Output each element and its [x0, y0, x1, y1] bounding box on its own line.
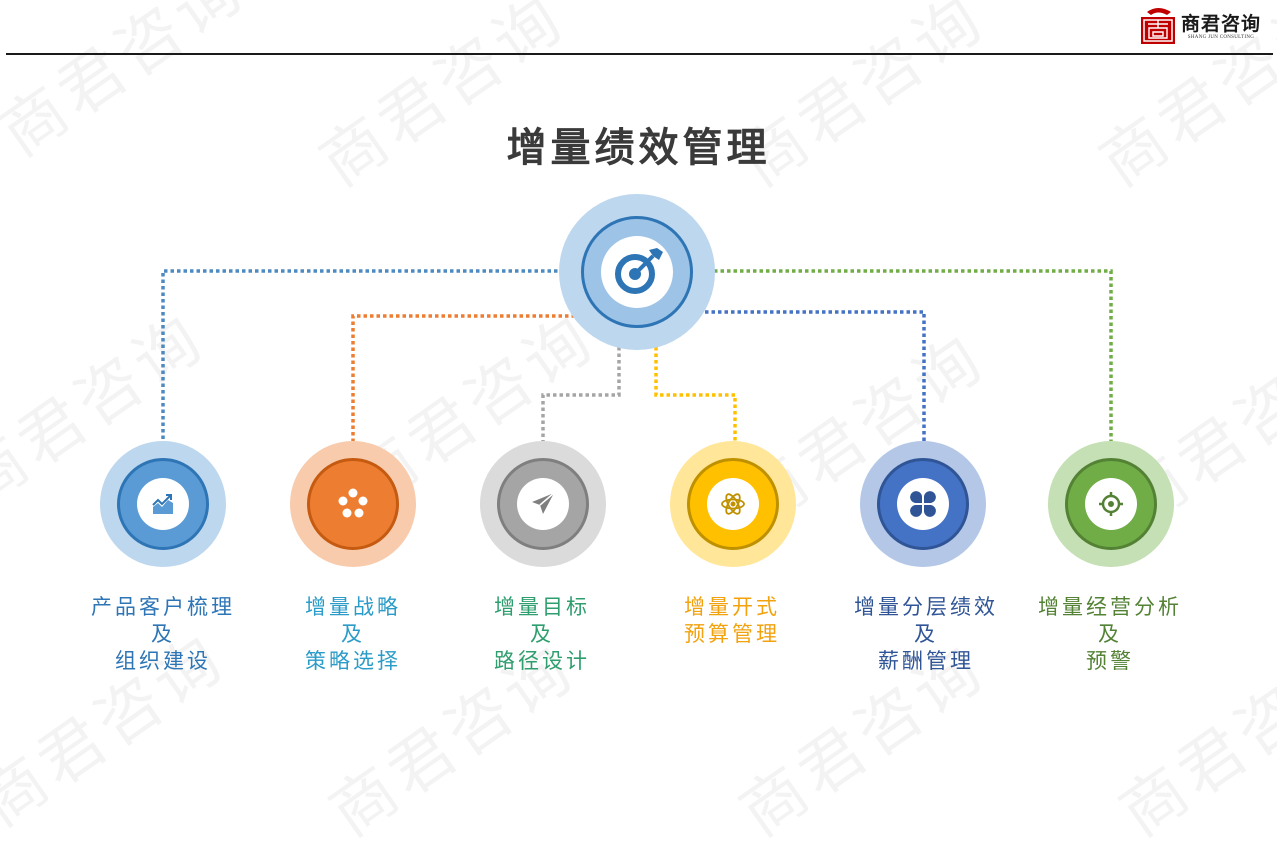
header-divider — [6, 53, 1273, 55]
connector-2 — [351, 314, 575, 441]
label-strategy: 增量战略 及 策略选择 — [305, 595, 401, 673]
logo-english-name: SHANG JUN CONSULTING — [1187, 34, 1255, 40]
node-analysis-warning — [1048, 441, 1174, 567]
paper-plane-icon — [532, 492, 555, 514]
node-budget — [670, 441, 796, 567]
hub-node — [559, 194, 715, 350]
clover-grid-icon — [910, 491, 936, 517]
company-logo: 商君咨询 SHANG JUN CONSULTING — [1137, 6, 1261, 46]
page-title: 增量绩效管理 — [506, 125, 771, 171]
label-product-customer: 产品客户梳理 及 组织建设 — [91, 595, 235, 673]
label-target-path: 增量目标 及 路径设计 — [494, 595, 590, 673]
dots-cluster-icon — [338, 488, 368, 518]
crosshair-icon — [1099, 492, 1123, 516]
logo-chinese-name: 商君咨询 — [1180, 12, 1261, 35]
atom-icon — [721, 493, 745, 515]
node-product-customer — [100, 441, 226, 567]
connector-5 — [705, 310, 926, 441]
node-target-path — [480, 441, 606, 567]
node-performance-pay — [860, 441, 986, 567]
connector-3 — [541, 347, 621, 441]
connector-6 — [714, 269, 1113, 441]
chart-growth-icon — [152, 494, 173, 514]
connector-4 — [654, 347, 737, 441]
target-arrow-icon — [615, 248, 663, 294]
label-performance-pay: 增量分层绩效 及 薪酬管理 — [854, 595, 998, 673]
connector-1 — [161, 269, 590, 441]
label-budget: 增量开式 预算管理 — [684, 595, 780, 646]
logo-seal-icon — [1137, 6, 1179, 46]
label-analysis-warning: 增量经营分析 及 预警 — [1038, 595, 1182, 673]
node-strategy — [290, 441, 416, 567]
connector-lines — [161, 269, 1113, 441]
